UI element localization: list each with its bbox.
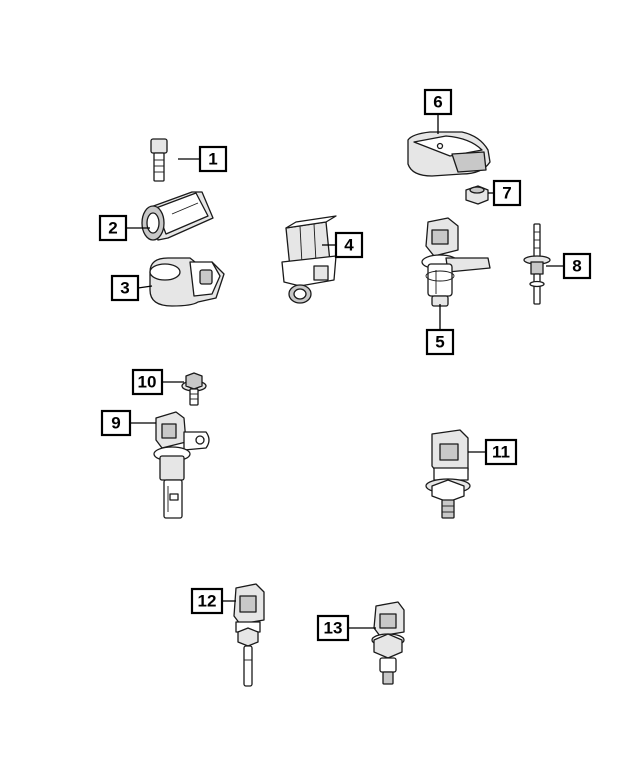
callout-label: 11 [492,443,510,462]
knock-sensor-icon[interactable] [141,191,214,241]
leader-lines [126,115,564,629]
callout-3: 3 [110,274,140,302]
callout-label: 9 [111,414,120,433]
callout-label: 12 [198,592,217,611]
callout-label: 10 [138,373,157,392]
callout-4: 4 [334,231,364,259]
callout-label: 13 [324,619,343,638]
callout-2: 2 [98,214,128,242]
callout-12: 12 [190,587,224,615]
callout-label: 3 [120,279,129,298]
callout-5: 5 [425,328,455,356]
callout-13: 13 [316,614,350,642]
knock-sensor-icon[interactable] [149,257,225,307]
callout-8: 8 [562,252,592,280]
callout-1: 1 [198,145,228,173]
callout-label: 5 [435,333,444,352]
crankshaft-sensor-icon[interactable] [153,411,210,519]
callout-10: 10 [131,368,164,396]
pressure-switch-icon[interactable] [371,601,405,685]
map-sensor-icon[interactable] [281,215,337,304]
callout-label: 7 [502,184,511,203]
temperature-sensor-icon[interactable] [233,583,265,687]
stud-icon[interactable] [523,223,551,305]
callout-label: 2 [108,219,117,238]
callout-label: 4 [344,236,354,255]
callout-label: 8 [572,257,581,276]
sensor-cover-icon[interactable] [407,131,491,177]
callout-11: 11 [484,438,518,466]
pressure-sensor-icon[interactable] [425,429,471,519]
callout-7: 7 [492,179,522,207]
callout-label: 6 [433,93,442,112]
callout-label: 1 [208,150,217,169]
bolt-icon[interactable] [150,138,168,182]
callout-6: 6 [423,88,453,116]
nut-icon[interactable] [465,185,489,205]
bolt-icon[interactable] [181,372,207,406]
callout-9: 9 [100,409,132,437]
camshaft-sensor-icon[interactable] [421,217,491,307]
